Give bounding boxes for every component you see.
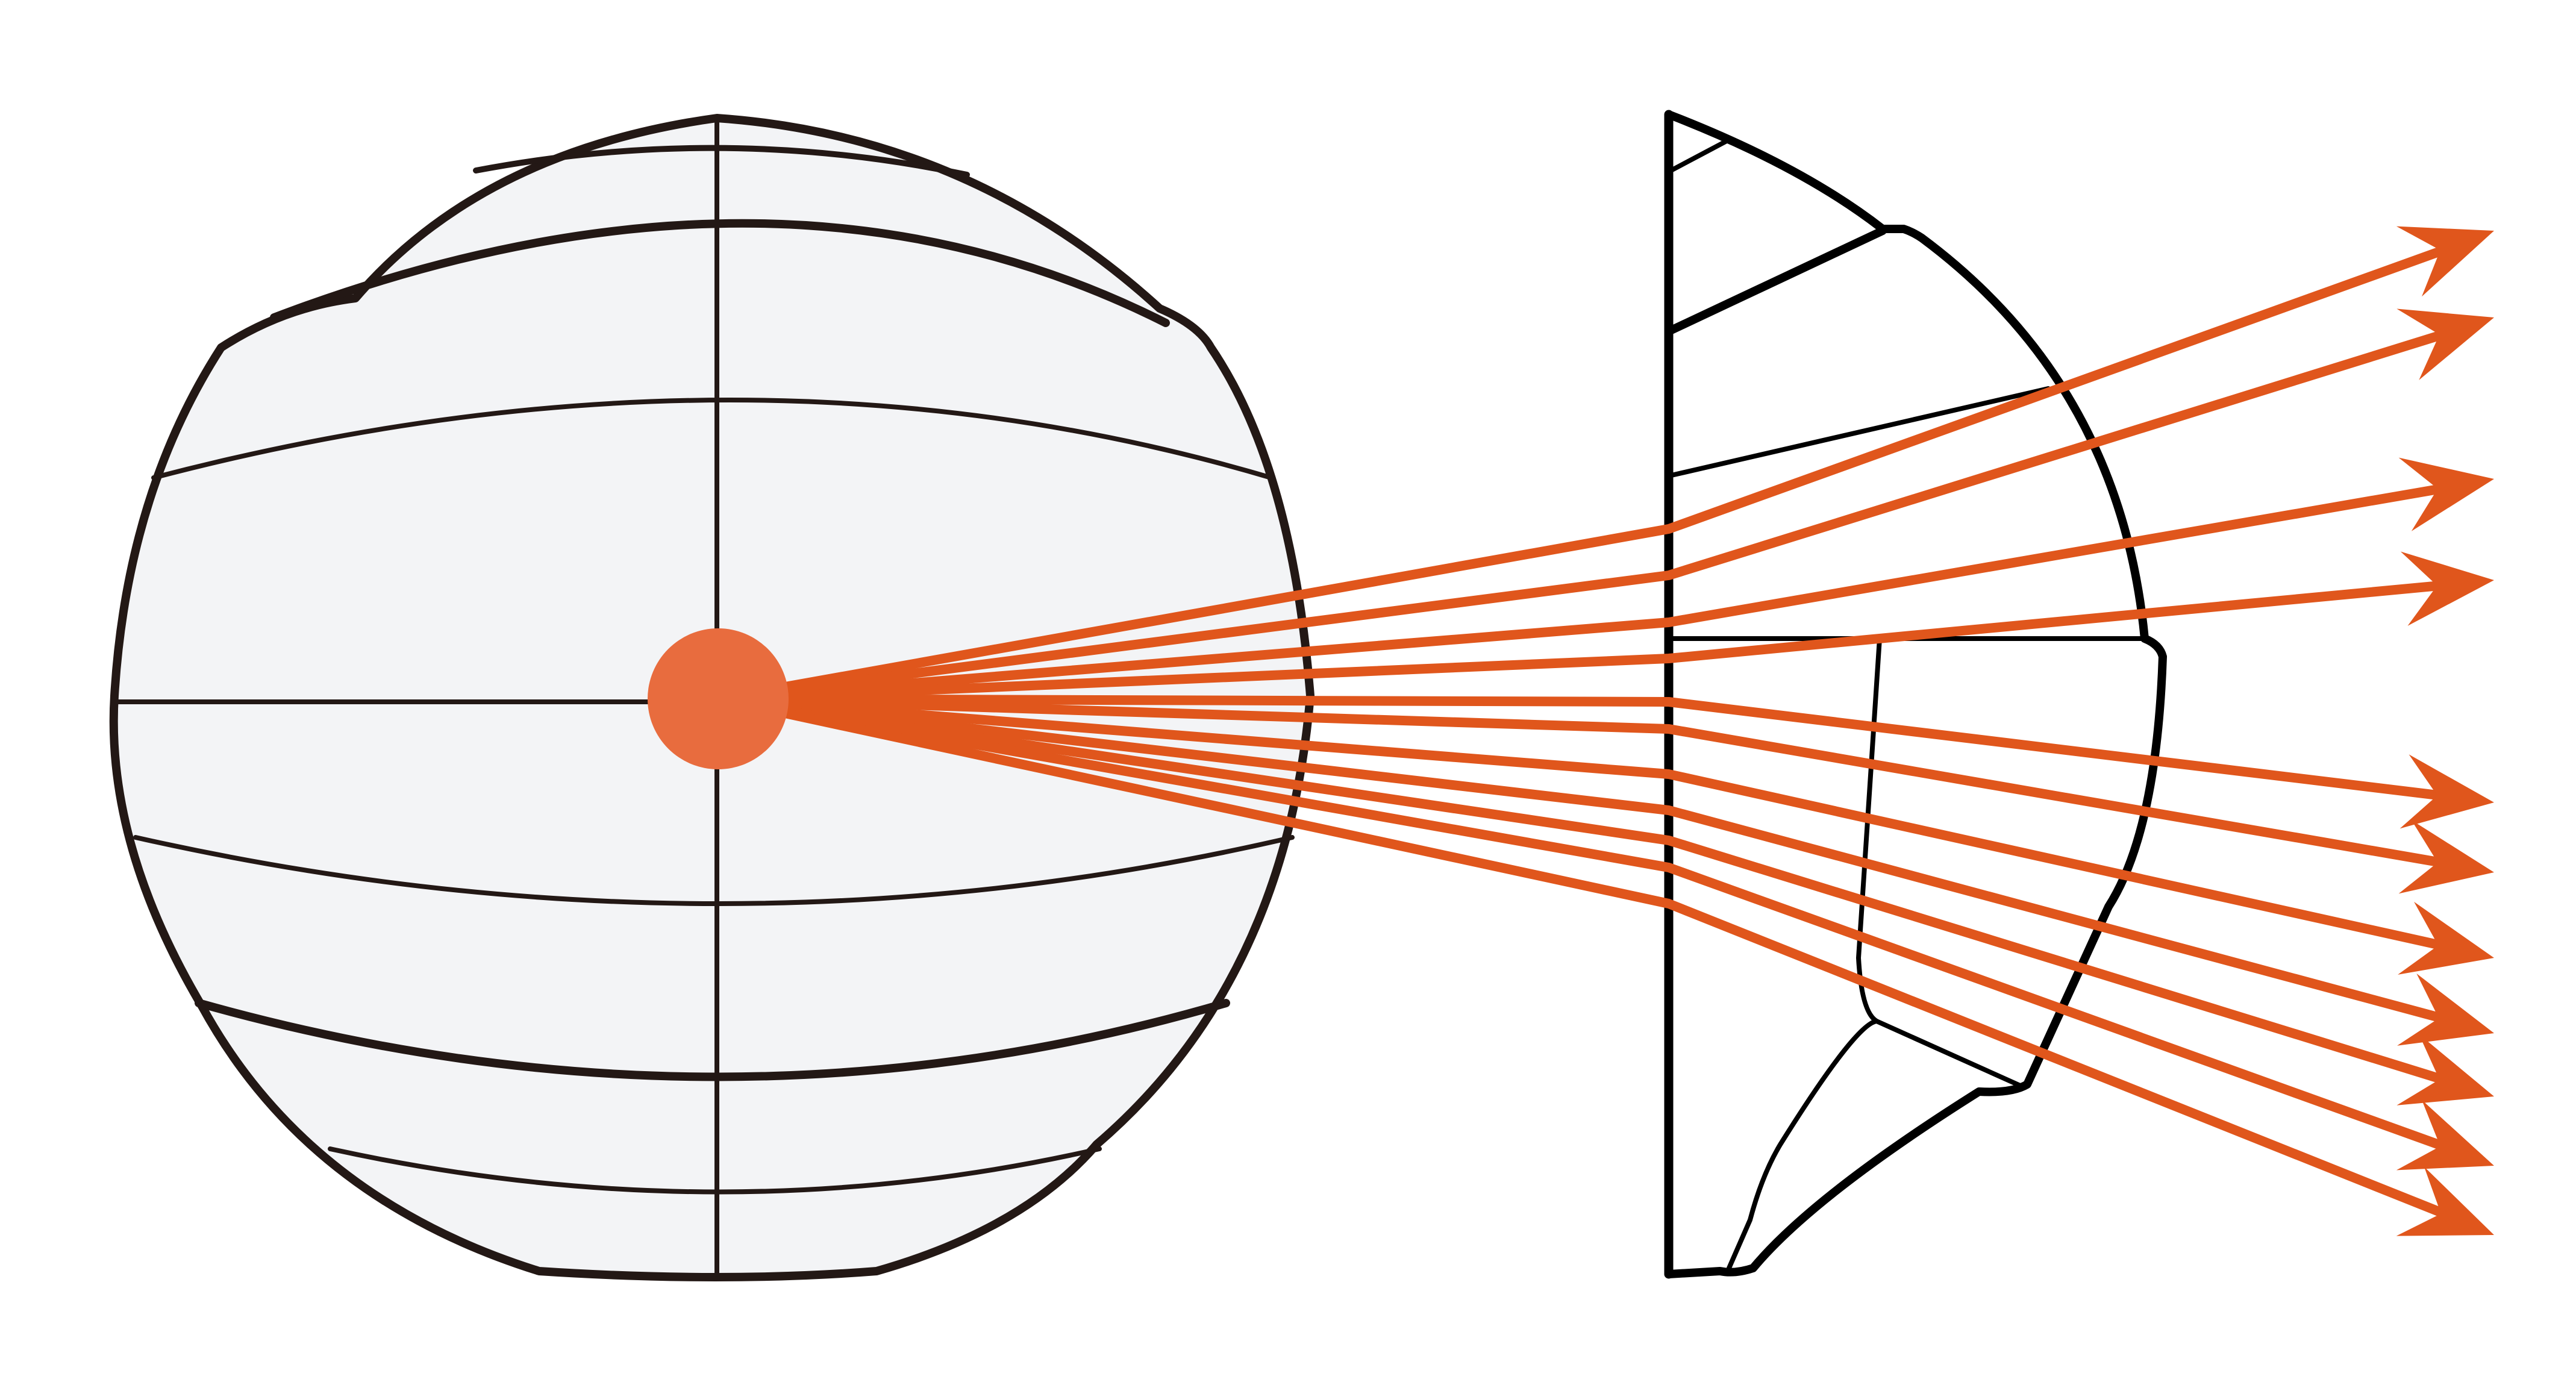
light-ray-3	[717, 482, 2453, 704]
light-ray-arrowhead-3	[2398, 457, 2494, 531]
lens-upper-bevel	[1665, 227, 1887, 336]
light-ray-4	[717, 580, 2453, 704]
light-ray-9	[717, 694, 2454, 1087]
light-ray-11	[717, 694, 2454, 1222]
light-ray-arrowhead-9	[2396, 1034, 2494, 1105]
light-ray-arrowhead-5	[2399, 754, 2494, 829]
light-ray-8	[717, 694, 2454, 1026]
lens-top-edge	[1666, 137, 1731, 174]
globe-latitude-2	[151, 398, 1274, 480]
refracted-light-rays	[717, 226, 2494, 1236]
light-ray-arrowhead-8	[2397, 974, 2494, 1046]
light-ray-arrowhead-10	[2396, 1099, 2494, 1171]
light-ray-arrowhead-6	[2398, 820, 2494, 894]
light-ray-arrowhead-2	[2396, 308, 2494, 380]
light-ray-10	[717, 694, 2454, 1154]
light-ray-2	[717, 327, 2454, 704]
lens-mid-line	[1666, 386, 2051, 478]
globe-top-cap	[473, 145, 970, 178]
lens-inner-foot	[1727, 1019, 1879, 1271]
light-ray-arrowhead-1	[2396, 226, 2494, 297]
light-ray-arrowhead-4	[2400, 551, 2494, 626]
light-ray-5	[717, 694, 2453, 802]
light-source-dot	[648, 628, 789, 769]
light-ray-arrowhead-11	[2396, 1166, 2494, 1236]
globe-latitude-1	[270, 219, 1170, 327]
light-ray-6	[717, 694, 2453, 869]
light-ray-arrowhead-7	[2398, 901, 2494, 975]
lens-back-curve	[1665, 110, 2167, 1278]
light-ray-1	[717, 242, 2454, 704]
lens-inner-profile	[1856, 636, 2027, 1090]
optical-lens	[1664, 110, 2167, 1279]
light-ray-7	[717, 694, 2453, 953]
